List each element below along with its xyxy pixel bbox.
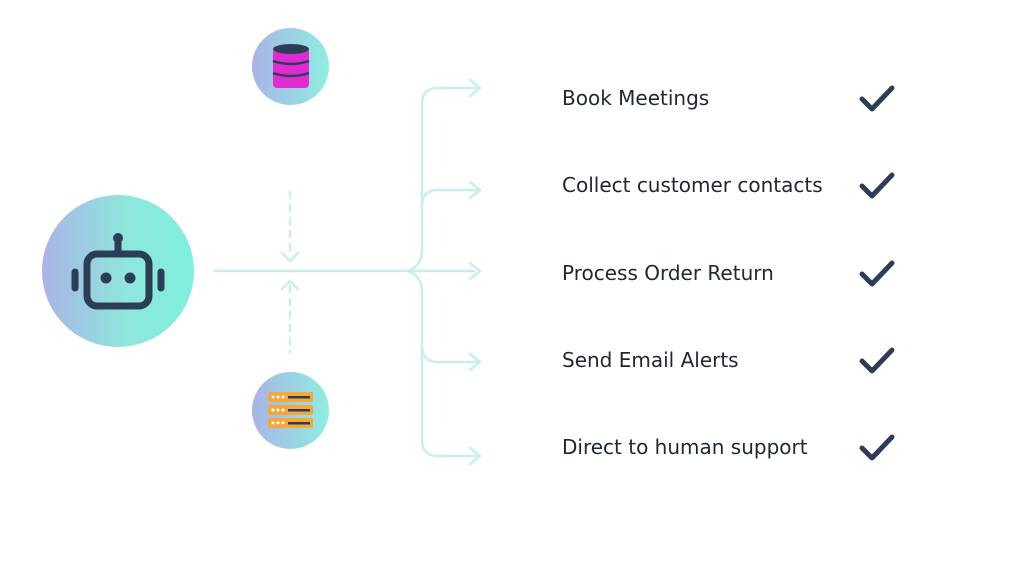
check-icon bbox=[859, 260, 895, 287]
arrowhead-3 bbox=[468, 261, 482, 281]
check-icon bbox=[859, 172, 895, 199]
database-icon bbox=[272, 44, 310, 88]
arrowhead-5 bbox=[468, 446, 482, 466]
task-label-book-meetings: Book Meetings bbox=[562, 86, 710, 110]
task-label-process-return: Process Order Return bbox=[562, 261, 774, 285]
check-icon bbox=[859, 85, 895, 112]
dashed-down-arrowhead bbox=[280, 251, 300, 263]
server-node bbox=[252, 372, 329, 449]
arrowhead-1 bbox=[468, 78, 482, 98]
check-icon bbox=[859, 347, 895, 374]
task-label-collect-contacts: Collect customer contacts bbox=[562, 173, 823, 197]
branch-5 bbox=[420, 344, 480, 458]
check-icon bbox=[859, 434, 895, 461]
arrowhead-2 bbox=[468, 180, 482, 200]
database-node bbox=[252, 28, 329, 105]
arrowhead-4 bbox=[468, 352, 482, 372]
task-label-human-support: Direct to human support bbox=[562, 435, 808, 459]
robot-icon bbox=[71, 233, 165, 310]
server-icon bbox=[268, 392, 313, 428]
branch-1 bbox=[406, 86, 480, 273]
bot-node bbox=[42, 195, 194, 347]
branch-2 bbox=[420, 188, 480, 208]
task-label-send-email-alerts: Send Email Alerts bbox=[562, 348, 739, 372]
dashed-up-arrowhead bbox=[280, 279, 300, 291]
branch-4 bbox=[406, 269, 480, 364]
